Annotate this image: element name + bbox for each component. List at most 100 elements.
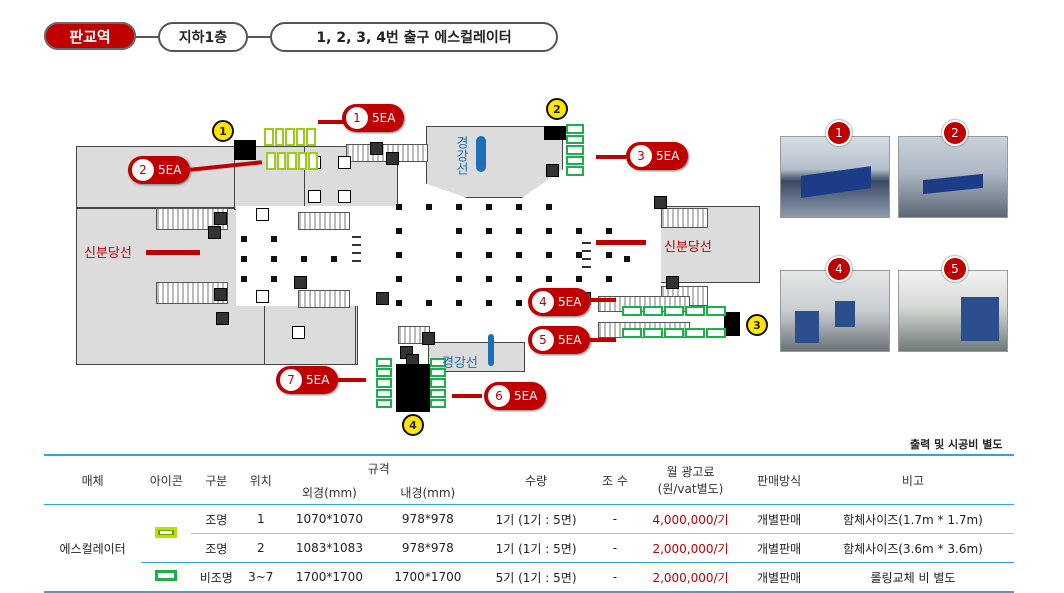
site-photo — [780, 270, 890, 352]
set-cell: - — [612, 512, 618, 526]
ad-panel-image — [961, 297, 999, 341]
unlit-ad-swatch-icon — [155, 570, 178, 581]
col-type: 구분 — [205, 473, 228, 488]
pointer-arrow-icon — [590, 298, 616, 302]
pillar — [456, 204, 462, 210]
ad-face-unlit — [376, 368, 392, 378]
line-label-gyeonggang: 경강선 — [453, 136, 468, 175]
escalator-icon — [208, 226, 221, 239]
exit-2-escalator — [544, 126, 566, 140]
ad-group-6 — [430, 358, 446, 409]
site-photo — [898, 136, 1008, 218]
callout-7: 7 5EA — [276, 366, 338, 394]
line-label-sinbundang: 신분당선 — [664, 240, 712, 255]
position-cell: 3~7 — [248, 570, 274, 584]
pillar — [606, 228, 612, 234]
callout-6: 6 5EA — [484, 382, 546, 410]
callout-4: 4 5EA — [528, 288, 590, 316]
callout-number: 4 — [532, 291, 554, 313]
ad-face-lit — [295, 128, 306, 146]
accessible-icon — [338, 190, 351, 203]
col-price: 월 광고료 (원/vat별도) — [635, 455, 746, 505]
callout-label: 5EA — [656, 149, 680, 163]
icon-cell — [141, 563, 191, 593]
pillar — [516, 300, 522, 306]
floor-area — [426, 126, 563, 198]
set-cell: - — [612, 570, 618, 584]
col-inner: 내경(mm) — [400, 485, 456, 500]
inner-cell: 1700*1700 — [394, 570, 462, 584]
gate — [582, 250, 591, 252]
type-cell: 조명 — [191, 533, 242, 563]
sale-cell: 개별판매 — [756, 570, 802, 585]
direction-arrow-icon — [476, 136, 486, 172]
pillar — [241, 256, 247, 262]
pillar — [486, 252, 492, 258]
ad-face-unlit — [430, 368, 446, 378]
ad-face-lit — [276, 152, 287, 170]
ad-face-lit — [287, 152, 297, 170]
pillar — [516, 228, 522, 234]
ad-face-lit — [297, 152, 308, 170]
type-cell: 조명 — [205, 512, 228, 527]
pillar — [516, 252, 522, 258]
ad-panel-image — [923, 173, 983, 195]
set-cell: - — [595, 533, 635, 563]
site-photo — [780, 136, 890, 218]
ad-face-unlit — [430, 398, 446, 409]
pillar — [456, 300, 462, 306]
callout-label: 5EA — [558, 333, 582, 347]
escalator-icon — [370, 142, 383, 155]
location-badge: 1, 2, 3, 4번 출구 에스컬레이터 — [270, 22, 558, 52]
pillar — [271, 276, 277, 282]
ad-face-unlit — [664, 306, 684, 316]
pillar — [576, 228, 582, 234]
callout-number: 5 — [532, 329, 554, 351]
direction-arrow-icon — [596, 240, 646, 245]
ad-face-lit — [264, 128, 274, 146]
stairs — [156, 282, 228, 304]
qty-cell: 5기 (1기 : 5면) — [495, 570, 577, 585]
gate — [582, 242, 591, 244]
col-sale: 판매방식 — [756, 473, 802, 488]
exit-badge: 2 — [546, 98, 568, 120]
gate — [352, 252, 361, 254]
ad-panel-image — [801, 166, 871, 198]
ad-face-unlit — [566, 166, 584, 176]
table-row: 비조명 3~7 1700*1700 1700*1700 5기 (1기 : 5면)… — [44, 562, 1014, 593]
exit-1-escalator — [234, 140, 256, 160]
ad-face-unlit — [643, 328, 663, 338]
escalator-icon — [546, 164, 559, 177]
pillar — [456, 252, 462, 258]
outer-cell: 1700*1700 — [295, 570, 363, 584]
price-cell: 4,000,000/기 — [652, 512, 729, 527]
table-row: 조명 2 1083*1083 978*978 1기 (1기 : 5면) - 2,… — [44, 533, 1014, 563]
price-cell: 2,000,000/기 — [652, 570, 729, 585]
remark-cell: 함체사이즈(1.7m * 1.7m) — [843, 512, 983, 527]
direction-arrow-icon — [488, 334, 494, 366]
pillar — [241, 236, 247, 242]
remark-cell: 롤링교체 비 별도 — [870, 570, 956, 585]
ad-face-unlit — [643, 306, 663, 316]
pointer-arrow-icon — [596, 155, 626, 159]
pillar — [516, 204, 522, 210]
pillar — [331, 256, 337, 262]
station-badge: 판교역 — [44, 22, 136, 50]
col-spec: 규격 — [367, 461, 390, 476]
sale-cell: 개별판매 — [746, 533, 812, 563]
pillar — [486, 228, 492, 234]
gate — [582, 266, 591, 268]
col-outer: 외경(mm) — [302, 485, 357, 500]
callout-2: 2 5EA — [128, 156, 190, 184]
ad-face-unlit — [706, 328, 726, 338]
escalator-icon — [422, 332, 435, 345]
escalator-icon — [386, 152, 399, 165]
exit-3-escalator — [724, 312, 740, 336]
restroom-icon — [338, 156, 351, 169]
ad-group-7 — [376, 358, 392, 409]
pillar — [271, 256, 277, 262]
ad-face-lit — [306, 128, 316, 146]
callout-number: 6 — [488, 385, 510, 407]
gate — [352, 236, 361, 238]
pillar — [426, 300, 432, 306]
